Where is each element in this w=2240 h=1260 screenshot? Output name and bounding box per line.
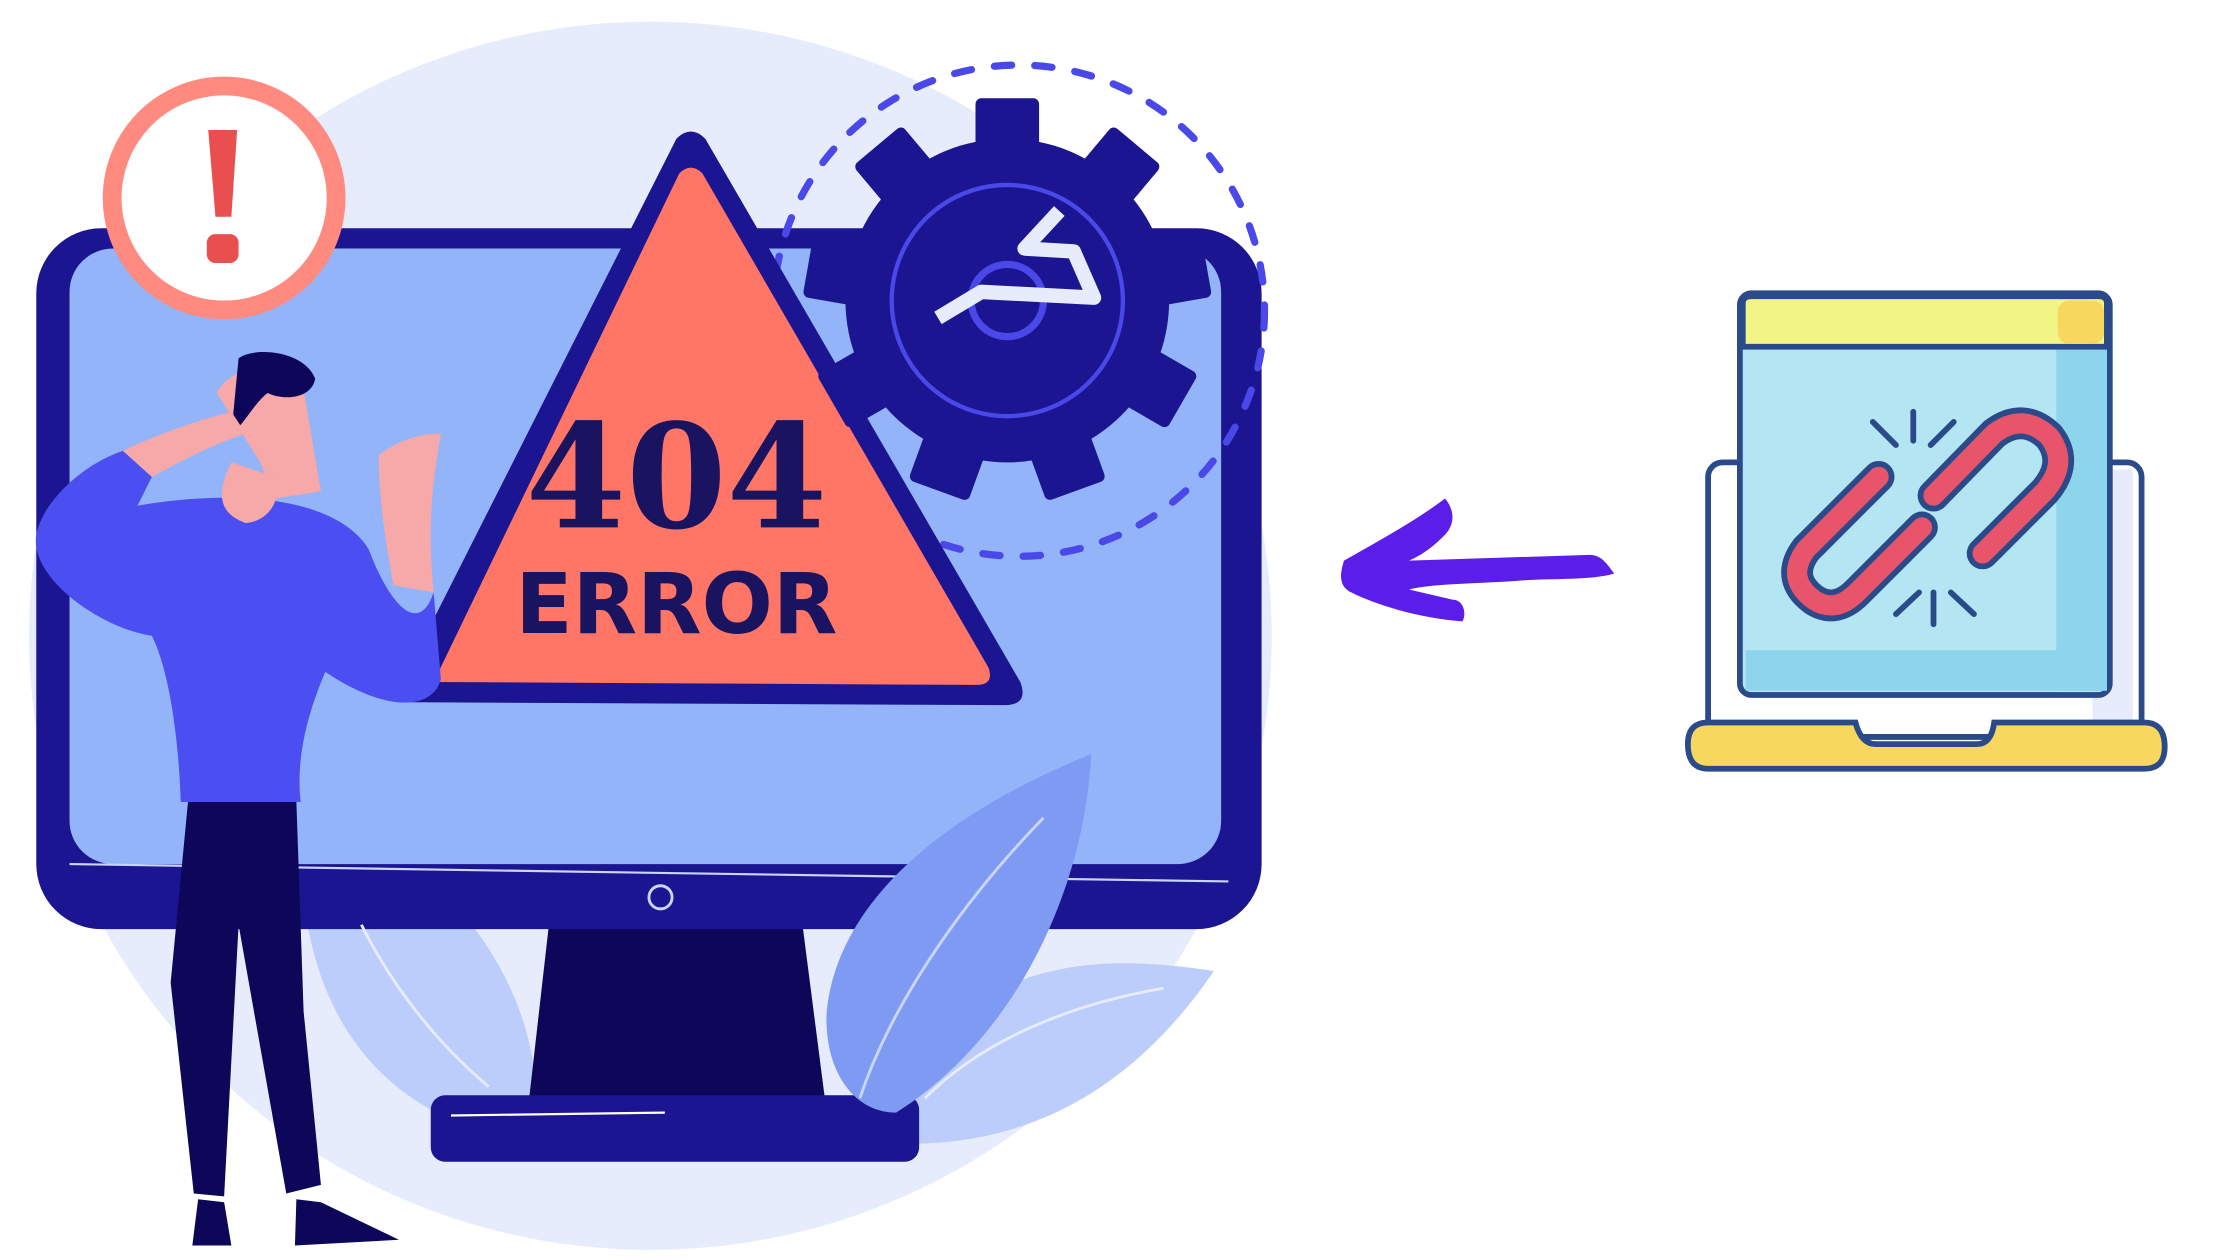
arrow-left-icon [1341, 498, 1615, 622]
warning-exclamation-icon [102, 76, 346, 320]
confused-person [35, 352, 441, 1246]
leaf-vein [858, 816, 1045, 1099]
power-button [647, 884, 674, 911]
error-code: 404 [526, 392, 828, 562]
gear-icon [803, 98, 1212, 500]
monitor-base [430, 1095, 920, 1162]
leaf-back-right [867, 963, 1214, 1144]
base-highlight [450, 1111, 665, 1117]
monitor-stand [527, 921, 827, 1113]
leaf-vein-3 [360, 924, 490, 1088]
warning-triangle [433, 167, 990, 685]
broken-link-laptop-icon [1684, 290, 2168, 772]
error-label: ERROR [515, 555, 837, 653]
leaf-vein-2 [923, 986, 1164, 1100]
